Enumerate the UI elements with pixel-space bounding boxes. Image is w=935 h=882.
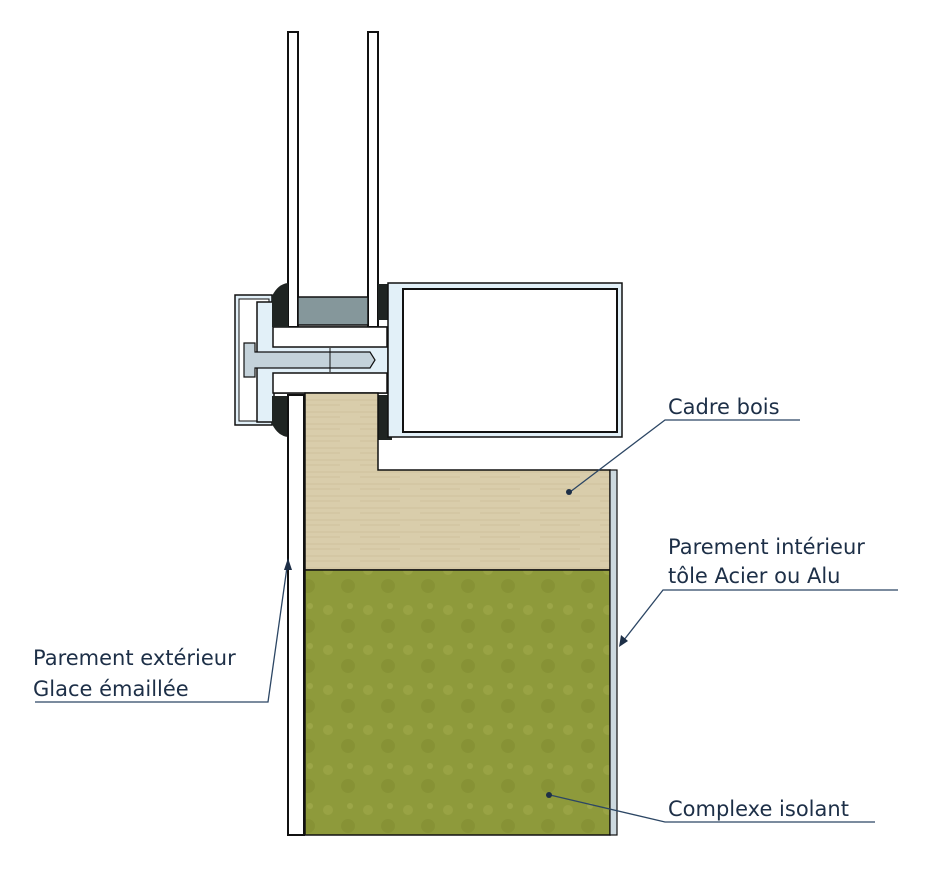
label-interior-facing-line2: tôle Acier ou Alu [668, 564, 840, 588]
gasket [272, 283, 288, 327]
t-bolt [243, 342, 376, 378]
label-exterior-facing-line1: Parement extérieur [33, 646, 236, 670]
label-insulation: Complexe isolant [668, 797, 849, 821]
exterior-enamelled-glass [287, 394, 305, 836]
label-interior-facing-line1: Parement intérieur [668, 535, 865, 559]
glass-pane-outer [287, 31, 299, 328]
glass-pane-inner [367, 31, 379, 328]
gasket [272, 396, 288, 437]
interior-metal-sheet [609, 469, 618, 836]
label-wood-frame: Cadre bois [668, 395, 780, 419]
insulation-core [304, 569, 611, 836]
spacer-bar [297, 296, 369, 326]
label-exterior-facing-line2: Glace émaillée [33, 677, 189, 701]
